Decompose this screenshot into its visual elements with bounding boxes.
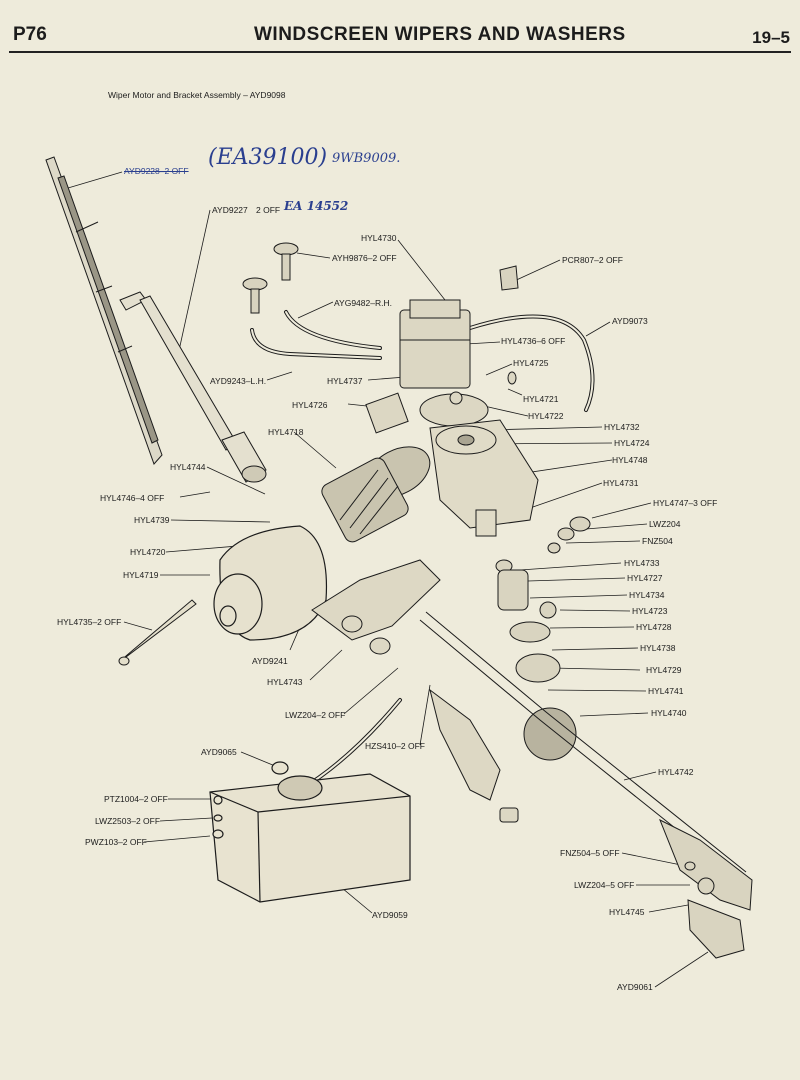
part-label-ayd9065: AYD9065 bbox=[201, 747, 237, 757]
part-label-hyl4719: HYL4719 bbox=[123, 570, 159, 580]
part-label-hyl4735: HYL4735–2 OFF bbox=[57, 617, 122, 627]
part-label-lwz204-5: LWZ204–5 OFF bbox=[574, 880, 635, 890]
part-label-hyl4744: HYL4744 bbox=[170, 462, 206, 472]
part-label-ptz1004: PTZ1004–2 OFF bbox=[104, 794, 168, 804]
part-label-lwz204-2: LWZ204–2 OFF bbox=[285, 710, 346, 720]
part-label-hyl4724: HYL4724 bbox=[614, 438, 650, 448]
part-label-ayd9059: AYD9059 bbox=[372, 910, 408, 920]
part-label-fnz504-5: FNZ504–5 OFF bbox=[560, 848, 620, 858]
part-label-lwz2503: LWZ2503–2 OFF bbox=[95, 816, 161, 826]
part-label-hyl4742: HYL4742 bbox=[658, 767, 694, 777]
part-label-ayd9241: AYD9241 bbox=[252, 656, 288, 666]
handwritten-note-ea14552: EA 14552 bbox=[284, 199, 349, 213]
part-label-ayd9227: AYD9227 bbox=[212, 205, 248, 215]
part-label-hyl4734: HYL4734 bbox=[629, 590, 665, 600]
part-label-hyl4720: HYL4720 bbox=[130, 547, 166, 557]
part-label-pwz103: PWZ103–2 OFF bbox=[85, 837, 147, 847]
part-label-hyl4740: HYL4740 bbox=[651, 708, 687, 718]
header-rule bbox=[9, 51, 791, 53]
part-label-hyl4730: HYL4730 bbox=[361, 233, 397, 243]
part-label-hyl4733: HYL4733 bbox=[624, 558, 660, 568]
part-label-hyl4737: HYL4737 bbox=[327, 376, 363, 386]
part-label-hyl4725: HYL4725 bbox=[513, 358, 549, 368]
part-label-hyl4718: HYL4718 bbox=[268, 427, 304, 437]
part-label-hyl4727: HYL4727 bbox=[627, 573, 663, 583]
part-label-ayd9227-qty: 2 OFF bbox=[256, 205, 281, 215]
part-label-hyl4738: HYL4738 bbox=[640, 643, 676, 653]
part-label-hyl4731: HYL4731 bbox=[603, 478, 639, 488]
part-label-hyl4748: HYL4748 bbox=[612, 455, 648, 465]
part-label-hyl4739: HYL4739 bbox=[134, 515, 170, 525]
part-label-ayg9482: AYG9482–R.H. bbox=[334, 298, 392, 308]
part-label-lwz204: LWZ204 bbox=[649, 519, 681, 529]
handwritten-note-9wb9009: 9WB9009. bbox=[332, 151, 401, 166]
handwritten-note-ea39100: (EA39100) bbox=[208, 145, 328, 170]
part-label-hzs410: HZS410–2 OFF bbox=[365, 741, 425, 751]
part-label-hyl4721: HYL4721 bbox=[523, 394, 559, 404]
part-label-fnz504: FNZ504 bbox=[642, 536, 673, 546]
part-label-ayh9876: AYH9876–2 OFF bbox=[332, 253, 397, 263]
part-label-hyl4723: HYL4723 bbox=[632, 606, 668, 616]
part-label-hyl4732: HYL4732 bbox=[604, 422, 640, 432]
part-label-ayd9061: AYD9061 bbox=[617, 982, 653, 992]
part-label-hyl4746: HYL4746–4 OFF bbox=[100, 493, 165, 503]
part-label-hyl4728: HYL4728 bbox=[636, 622, 672, 632]
page-number: P76 bbox=[13, 24, 47, 45]
part-label-hyl4747: HYL4747–3 OFF bbox=[653, 498, 718, 508]
part-label-hyl4745: HYL4745 bbox=[609, 907, 645, 917]
assembly-subtitle: Wiper Motor and Bracket Assembly – AYD90… bbox=[108, 90, 286, 100]
part-label-hyl4726: HYL4726 bbox=[292, 400, 328, 410]
part-label-hyl4729: HYL4729 bbox=[646, 665, 682, 675]
part-label-hyl4722: HYL4722 bbox=[528, 411, 564, 421]
part-label-hyl4743: HYL4743 bbox=[267, 677, 303, 687]
page-title: WINDSCREEN WIPERS AND WASHERS bbox=[254, 24, 626, 45]
part-label-pcr807: PCR807–2 OFF bbox=[562, 255, 623, 265]
part-label-ayd9243: AYD9243–L.H. bbox=[210, 376, 267, 386]
part-label-hyl4741: HYL4741 bbox=[648, 686, 684, 696]
section-number: 19–5 bbox=[752, 28, 790, 47]
part-label-ayd9073: AYD9073 bbox=[612, 316, 648, 326]
part-label-hyl4736: HYL4736–6 OFF bbox=[501, 336, 566, 346]
part-label-ayd9228: AYD9228–2 OFF bbox=[124, 166, 189, 176]
